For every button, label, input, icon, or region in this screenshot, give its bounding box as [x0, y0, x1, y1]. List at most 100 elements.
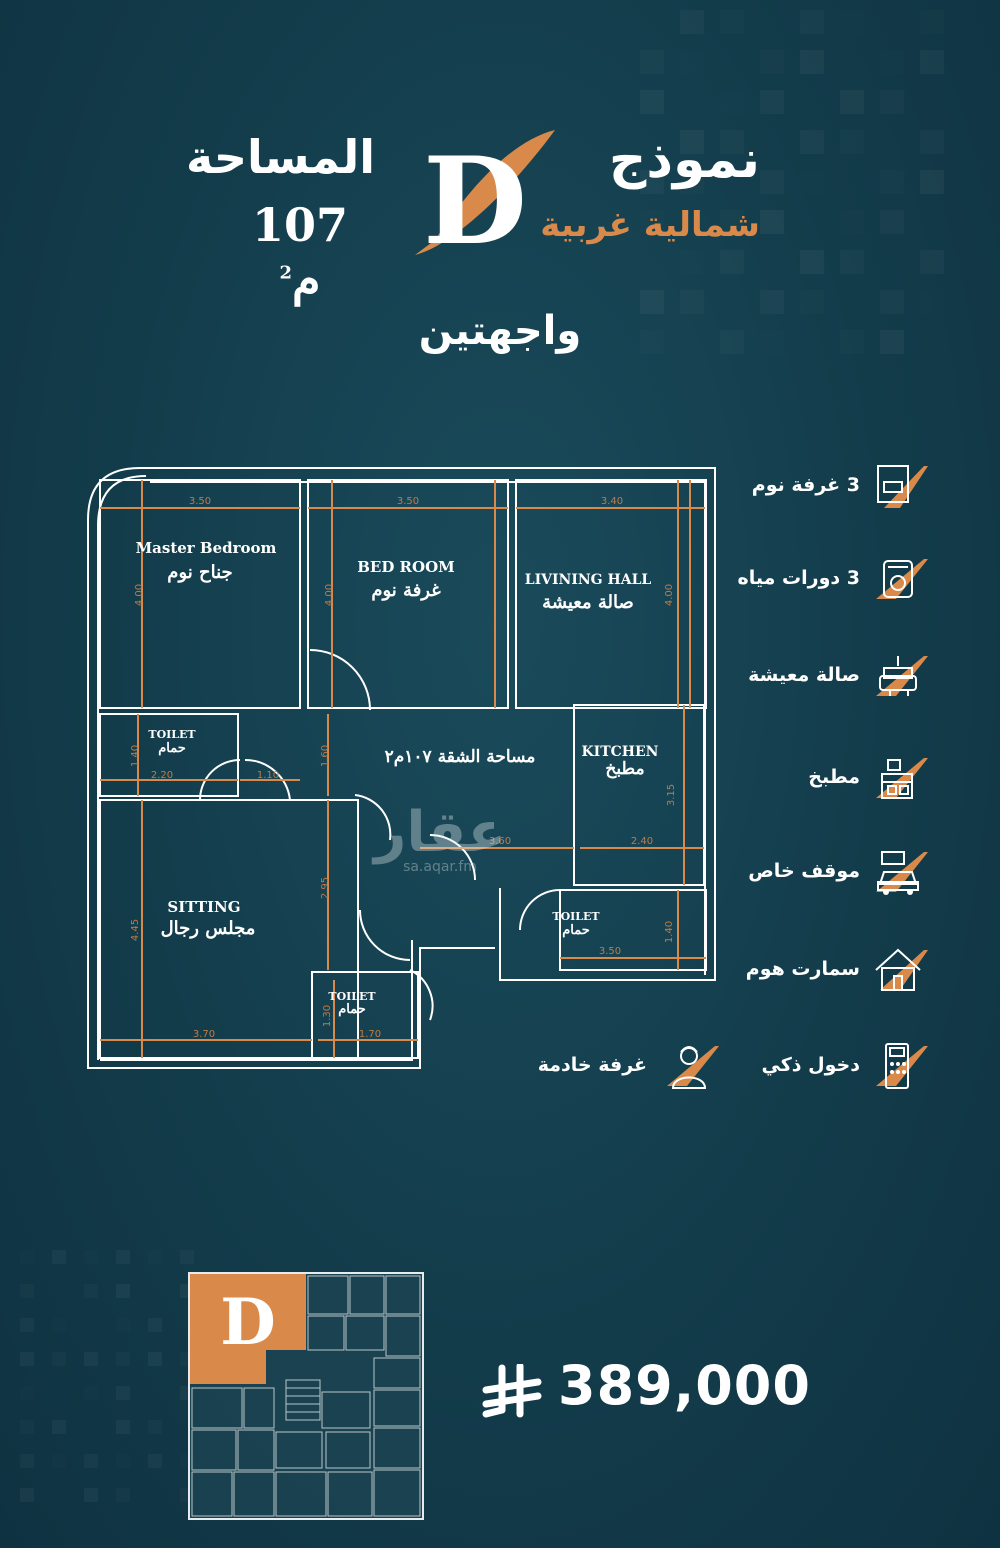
decor-square	[20, 1454, 34, 1468]
area-value: 107 م2	[230, 198, 370, 306]
mini-map-graphic: D	[188, 1272, 424, 1520]
price-row: 389,000	[480, 1352, 820, 1432]
decor-square	[52, 1454, 66, 1468]
area-number: 107	[251, 198, 349, 252]
feature-item-bedrooms: 3 غرفة نوم	[0, 460, 1000, 516]
decor-square	[640, 330, 664, 354]
decor-square	[52, 1318, 66, 1332]
decor-square	[840, 130, 864, 154]
dim-label: 2.95	[320, 877, 331, 899]
decor-square	[84, 1352, 98, 1366]
feature-label: صالة معيشة	[748, 664, 860, 686]
dim-label: 1.60	[320, 745, 331, 767]
decor-square	[840, 210, 864, 234]
area-unit-sup: 2	[279, 262, 293, 284]
feature-item-smart-entry: دخول ذكي	[0, 1040, 1000, 1096]
feature-label: سمارت هوم	[745, 958, 860, 980]
watermark-url: sa.aqar.fm	[403, 859, 477, 875]
decor-square	[920, 130, 944, 154]
model-word: نموذج	[608, 130, 760, 190]
decor-square	[52, 1420, 66, 1434]
sitting-label-ar: مجلس رجال	[161, 918, 256, 939]
dim-label: 1.30	[322, 1005, 333, 1027]
toilet-2-label-en: TOILET	[552, 910, 600, 923]
dim-label: 2.20	[151, 770, 173, 781]
toilet-1-label-en: TOILET	[148, 728, 196, 741]
dim-label: 3.70	[193, 1029, 215, 1040]
decor-square	[840, 330, 864, 354]
decor-square	[116, 1250, 130, 1264]
dim-label: 3.40	[601, 496, 623, 507]
decor-square	[760, 170, 784, 194]
decor-square	[20, 1488, 34, 1502]
toilet-3-label-ar: حمام	[338, 1002, 366, 1017]
dim-label: 2.40	[631, 836, 653, 847]
decor-square	[640, 90, 664, 114]
dim-label: 1.40	[130, 745, 141, 767]
decor-square	[680, 50, 704, 74]
decor-square	[720, 10, 744, 34]
decor-square	[880, 210, 904, 234]
sofa-icon	[870, 650, 930, 706]
feature-label: 3 غرفة نوم	[751, 474, 860, 496]
decor-square	[880, 50, 904, 74]
bathroom-icon	[870, 553, 930, 609]
decor-square	[800, 50, 824, 74]
area-label: المساحة	[185, 130, 375, 184]
bedroom-label-en: BED ROOM	[357, 558, 455, 576]
decor-square	[920, 170, 944, 194]
decor-square	[116, 1318, 130, 1332]
feature-item-living-hall: صالة معيشة	[0, 650, 1000, 706]
price-value: 389,000	[558, 1354, 811, 1417]
decor-square	[680, 290, 704, 314]
decor-square	[720, 330, 744, 354]
bedroom-icon	[870, 460, 930, 516]
decor-square	[20, 1352, 34, 1366]
decor-square	[840, 250, 864, 274]
decor-square	[84, 1386, 98, 1400]
logo-swoosh	[415, 130, 555, 255]
decor-square	[52, 1352, 66, 1366]
decor-square	[920, 50, 944, 74]
decor-square	[880, 170, 904, 194]
feature-label: مطبخ	[808, 766, 860, 788]
dim-label: 3.50	[189, 496, 211, 507]
dim-label: 1.10	[257, 770, 279, 781]
keypad-icon	[870, 1040, 930, 1096]
model-logo: D	[415, 130, 555, 265]
living-hall-label-en: LIVINING HALL	[525, 572, 652, 588]
kitchen-label-en: KITCHEN	[582, 744, 659, 760]
decor-square	[116, 1454, 130, 1468]
decor-square	[680, 10, 704, 34]
decor-square	[800, 250, 824, 274]
kitchen-icon	[870, 752, 930, 808]
decor-square	[720, 90, 744, 114]
decor-square	[116, 1386, 130, 1400]
kitchen-label-ar: مطبخ	[605, 759, 644, 779]
feature-label: 3 دورات مياه	[737, 567, 860, 589]
mini-map-letter: D	[220, 1285, 276, 1360]
dim-label: 4.00	[664, 584, 675, 606]
decor-square	[20, 1318, 34, 1332]
decor-square	[920, 290, 944, 314]
maid-icon	[661, 1040, 721, 1096]
smart-home-icon	[870, 944, 930, 1000]
dim-label: 3.15	[666, 784, 677, 806]
feature-label: غرفة خادمة	[537, 1054, 647, 1076]
watermark-logo-text: عقار	[374, 800, 506, 865]
decor-square	[640, 290, 664, 314]
decor-square	[800, 290, 824, 314]
feature-item-parking: موقف خاص	[0, 846, 1000, 902]
feature-item-maid-room: غرفة خادمة	[0, 1040, 725, 1096]
sitting-label-en: SITTING	[167, 898, 240, 916]
decor-square	[148, 1318, 162, 1332]
decor-square	[760, 210, 784, 234]
dim-label: 3.50	[599, 946, 621, 957]
decor-square	[116, 1284, 130, 1298]
decor-square	[720, 250, 744, 274]
apartment-area-label: مساحة الشقة ١٠٧م٢	[385, 747, 536, 767]
car-icon	[870, 846, 930, 902]
dim-label: 3.50	[397, 496, 419, 507]
decor-square	[800, 170, 824, 194]
